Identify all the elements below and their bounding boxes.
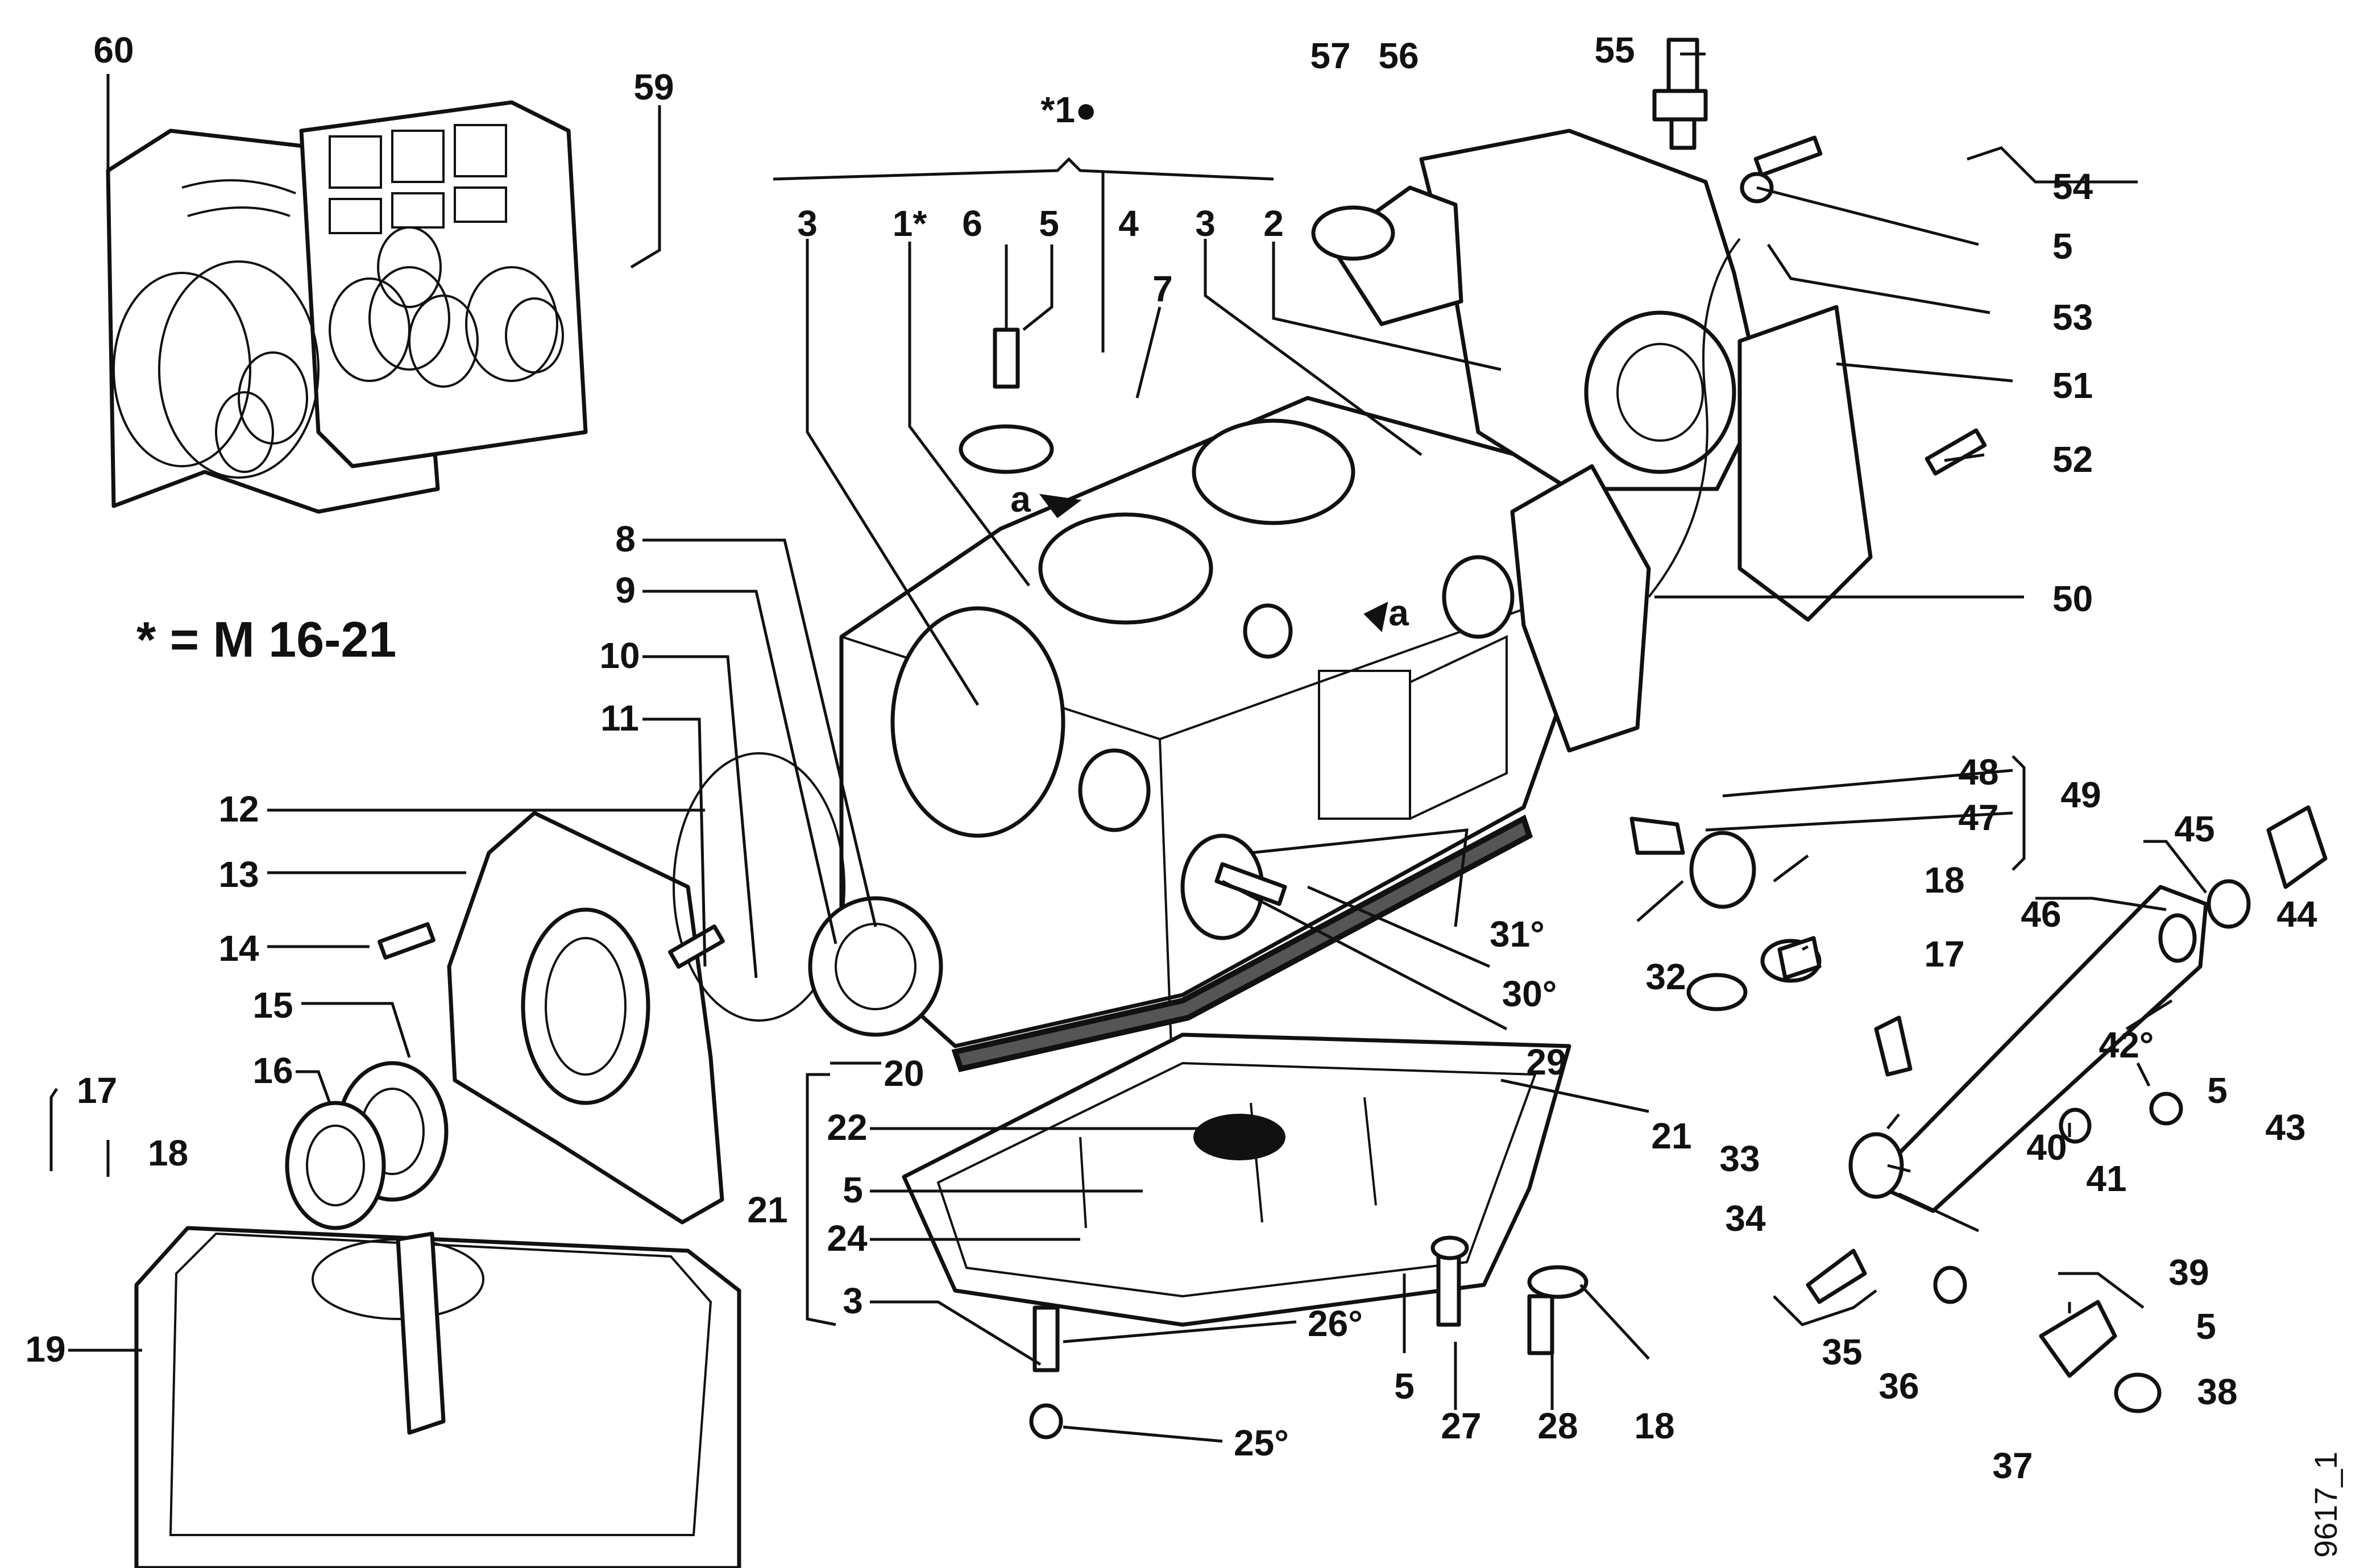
callout-29: 29 xyxy=(1526,1042,1566,1082)
callout-36: 36 xyxy=(1878,1366,1919,1407)
callout-a-right: a xyxy=(1388,592,1409,633)
arrow-a-right-icon xyxy=(1363,602,1388,633)
callout-53: 53 xyxy=(2052,297,2093,338)
callout-24: 24 xyxy=(827,1218,868,1259)
callout-a-left: a xyxy=(1010,479,1031,520)
callout-15: 15 xyxy=(252,985,293,1026)
callout-13: 13 xyxy=(218,854,259,895)
seals xyxy=(285,1061,449,1230)
filler-cap xyxy=(2207,805,2328,929)
callout-6: 6 xyxy=(962,203,982,244)
callout-25: 25° xyxy=(1234,1422,1289,1463)
callout-33: 33 xyxy=(1719,1138,1760,1179)
dipstick-tube xyxy=(1648,238,1741,598)
callout-18-left: 18 xyxy=(148,1133,188,1173)
callout-14: 14 xyxy=(218,928,259,969)
callout-60: 60 xyxy=(93,30,134,70)
callout-43: 43 xyxy=(2265,1107,2305,1148)
callout-27: 27 xyxy=(1441,1405,1481,1446)
callout-4: 4 xyxy=(1118,203,1139,244)
timing-cover xyxy=(447,752,845,1225)
callout-55: 55 xyxy=(1594,30,1635,70)
callout-18-bottom: 18 xyxy=(1634,1405,1674,1446)
oil-pressure-switch xyxy=(1652,38,1708,150)
legend-note: * = M 16-21 xyxy=(136,611,396,667)
callout-5-lower-right: 5 xyxy=(2196,1306,2216,1347)
callout-28: 28 xyxy=(1537,1405,1578,1446)
callout-1-star: 1* xyxy=(893,203,927,244)
callout-59: 59 xyxy=(633,67,674,107)
callout-48: 48 xyxy=(1958,752,1998,793)
callout-labels: 60 59 57 56 55 54 5 53 51 52 50 3 1* 6 5… xyxy=(25,30,2317,1486)
callout-17-left: 17 xyxy=(77,1070,117,1111)
callout-51: 51 xyxy=(2052,365,2093,406)
callout-19: 19 xyxy=(25,1329,65,1370)
callout-17-right: 17 xyxy=(1924,934,1964,974)
callout-42: 42° xyxy=(2099,1024,2154,1065)
callout-52: 52 xyxy=(2052,439,2093,480)
callout-5-right: 5 xyxy=(2207,1070,2228,1111)
callout-40: 40 xyxy=(2026,1127,2067,1168)
oil-sump xyxy=(902,1032,1571,1327)
callout-57: 57 xyxy=(1310,35,1350,76)
callout-21-left: 21 xyxy=(747,1189,787,1230)
callout-20: 20 xyxy=(884,1053,924,1094)
gasket-set-illustration xyxy=(106,100,588,514)
oil-filter xyxy=(1629,816,1756,909)
group-label: *1● xyxy=(1040,89,1097,130)
callout-5-bottom: 5 xyxy=(1394,1366,1415,1407)
callout-5-sump: 5 xyxy=(843,1169,863,1210)
callout-38: 38 xyxy=(2197,1371,2237,1412)
callout-5-upper-right: 5 xyxy=(2052,226,2073,267)
callout-9: 9 xyxy=(615,570,636,611)
callout-26: 26° xyxy=(1308,1303,1363,1344)
callout-7: 7 xyxy=(1152,268,1173,309)
callout-3-top-left: 3 xyxy=(797,203,818,244)
callout-45: 45 xyxy=(2174,808,2214,849)
callout-12: 12 xyxy=(218,789,259,829)
callout-22: 22 xyxy=(827,1107,867,1148)
callout-50: 50 xyxy=(2052,578,2093,619)
callout-18-right: 18 xyxy=(1924,860,1964,901)
callout-8: 8 xyxy=(615,518,636,559)
callout-3-top-right: 3 xyxy=(1195,203,1216,244)
arrow-a-left-icon xyxy=(1039,493,1082,518)
callout-30: 30° xyxy=(1502,973,1557,1014)
small-parts xyxy=(378,135,2183,1440)
callout-39: 39 xyxy=(2168,1252,2209,1293)
callout-3-lower: 3 xyxy=(843,1280,863,1321)
callout-16: 16 xyxy=(252,1050,293,1091)
rear-housing xyxy=(1311,128,1873,753)
callout-5-top: 5 xyxy=(1039,203,1059,244)
oil-pan-lower xyxy=(134,1226,741,1568)
figure-id: 9617_1 xyxy=(2308,1451,2344,1558)
callout-47: 47 xyxy=(1958,797,1998,838)
callout-10: 10 xyxy=(599,635,640,676)
callout-21-right: 21 xyxy=(1651,1115,1691,1156)
callout-49: 49 xyxy=(2060,774,2101,815)
callout-11: 11 xyxy=(600,698,639,739)
callout-37: 37 xyxy=(1992,1445,2033,1486)
callout-32: 32 xyxy=(1645,956,1686,997)
callout-44: 44 xyxy=(2276,894,2317,935)
callout-54: 54 xyxy=(2052,166,2093,207)
callout-31: 31° xyxy=(1490,914,1545,955)
leader-lines xyxy=(49,52,2207,1443)
crankcase-block xyxy=(839,396,1594,1072)
callout-41: 41 xyxy=(2086,1158,2126,1199)
oil-pump-arm xyxy=(1848,885,2208,1213)
callout-46: 46 xyxy=(2021,894,2061,935)
callout-2: 2 xyxy=(1263,203,1284,244)
callout-56: 56 xyxy=(1378,35,1419,76)
callout-34: 34 xyxy=(1725,1198,1766,1239)
callout-35: 35 xyxy=(1822,1331,1862,1372)
